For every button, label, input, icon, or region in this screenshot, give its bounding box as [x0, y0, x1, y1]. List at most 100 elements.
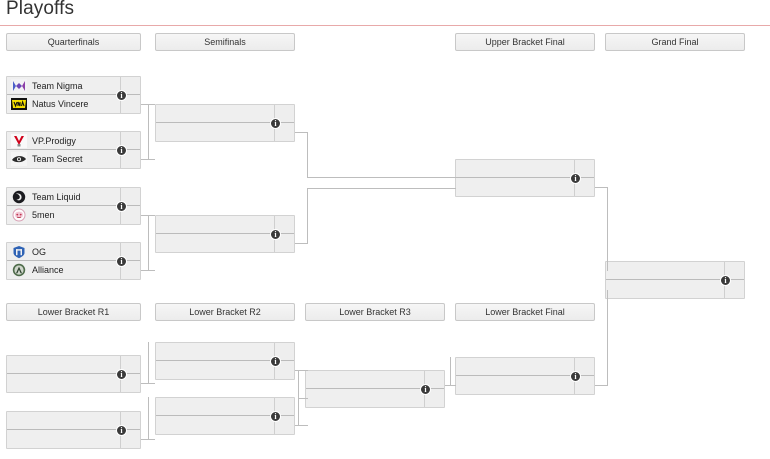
match-lbf[interactable]: i: [455, 357, 595, 395]
round-header-label: Lower Bracket Final: [485, 307, 565, 317]
round-header-lower-bracket-r1[interactable]: Lower Bracket R1: [6, 303, 141, 321]
bracket-connector-line: [607, 187, 608, 271]
team-logo-placeholder: [160, 418, 176, 432]
match-lb2m2[interactable]: i: [155, 397, 295, 435]
team-logo-placeholder: [160, 345, 176, 359]
team-logo-placeholder: [160, 236, 176, 250]
round-header-semifinals[interactable]: Semifinals: [155, 33, 295, 51]
team-logo-placeholder: [160, 363, 176, 377]
match-info-icon[interactable]: i: [270, 118, 281, 129]
bracket-connector-line: [295, 243, 308, 244]
match-info-icon[interactable]: i: [116, 145, 127, 156]
match-row[interactable]: [7, 356, 140, 374]
score-cell: [274, 398, 294, 415]
match-row[interactable]: OG: [7, 243, 140, 261]
alliance-logo: [11, 263, 27, 277]
match-row[interactable]: [156, 343, 294, 361]
team-logo-placeholder: [310, 373, 326, 387]
score-cell: [120, 77, 140, 94]
score-cell: [120, 188, 140, 205]
team-logo-placeholder: [460, 180, 476, 194]
match-qf3[interactable]: Team Liquid 5men i: [6, 187, 141, 225]
round-header-grand-final[interactable]: Grand Final: [605, 33, 745, 51]
bracket-connector-line: [595, 385, 608, 386]
bracket-connector-line: [295, 425, 308, 426]
match-info-icon[interactable]: i: [570, 371, 581, 382]
round-header-lower-bracket-r2[interactable]: Lower Bracket R2: [155, 303, 295, 321]
score-cell: [274, 216, 294, 233]
round-header-label: Lower Bracket R1: [37, 307, 110, 317]
team-name: Team Liquid: [32, 191, 81, 202]
match-row[interactable]: VP.Prodigy: [7, 132, 140, 150]
score-cell: [574, 160, 594, 177]
team-logo-placeholder: [160, 400, 176, 414]
match-sf1[interactable]: i: [155, 104, 295, 142]
match-info-icon[interactable]: i: [720, 275, 731, 286]
match-info-icon[interactable]: i: [570, 173, 581, 184]
round-header-upper-bracket-final[interactable]: Upper Bracket Final: [455, 33, 595, 51]
team-logo-placeholder: [11, 432, 27, 446]
match-info-icon[interactable]: i: [420, 384, 431, 395]
match-info-icon[interactable]: i: [116, 256, 127, 267]
match-info-icon[interactable]: i: [116, 425, 127, 436]
team-name: OG: [32, 246, 47, 257]
score-cell: [724, 262, 744, 279]
score-cell: [120, 356, 140, 373]
team-name: 5men: [32, 210, 55, 220]
round-header-lower-bracket-r3[interactable]: Lower Bracket R3: [305, 303, 445, 321]
bracket-connector-line: [450, 357, 451, 386]
team-liquid-logo: [11, 190, 27, 204]
match-info-icon[interactable]: i: [116, 369, 127, 380]
match-lb3m1[interactable]: i: [305, 370, 445, 408]
match-row[interactable]: [7, 412, 140, 430]
match-row[interactable]: [306, 371, 444, 389]
match-lb1m1[interactable]: i: [6, 355, 141, 393]
match-row[interactable]: Team Secret: [7, 150, 140, 168]
bracket-connector-line: [307, 177, 456, 178]
match-lb2m1[interactable]: i: [155, 342, 295, 380]
match-info-icon[interactable]: i: [270, 356, 281, 367]
round-header-label: Quarterfinals: [47, 37, 100, 47]
team-name: Team Nigma: [32, 80, 83, 91]
match-row[interactable]: [606, 262, 744, 280]
round-header-quarterfinals[interactable]: Quarterfinals: [6, 33, 141, 51]
team-logo-placeholder: [11, 414, 27, 428]
bracket-connector-line: [595, 187, 608, 188]
match-row[interactable]: [156, 398, 294, 416]
round-header-lower-bracket-final[interactable]: Lower Bracket Final: [455, 303, 595, 321]
match-ubf[interactable]: i: [455, 159, 595, 197]
bracket-connector-line: [607, 290, 608, 386]
match-row[interactable]: [156, 105, 294, 123]
score-cell: [120, 412, 140, 429]
match-row[interactable]: [456, 358, 594, 376]
match-gf[interactable]: i: [605, 261, 745, 299]
team-name: Team Secret: [32, 154, 83, 164]
score-cell: [274, 343, 294, 360]
team-name: Natus Vincere: [32, 99, 89, 109]
score-cell: [120, 132, 140, 149]
team-logo-placeholder: [310, 391, 326, 405]
match-info-icon[interactable]: i: [270, 229, 281, 240]
bracket-connector-line: [307, 188, 456, 189]
team-name: VP.Prodigy: [32, 135, 76, 146]
bracket-connector-line: [307, 132, 308, 178]
match-lb1m2[interactable]: i: [6, 411, 141, 449]
match-info-icon[interactable]: i: [116, 90, 127, 101]
bracket-connector-line: [295, 370, 308, 371]
team-name: Alliance: [32, 265, 64, 275]
match-row[interactable]: [456, 178, 594, 196]
team-logo-placeholder: [160, 125, 176, 139]
team-logo-placeholder: [610, 264, 626, 278]
match-row[interactable]: Team Liquid: [7, 188, 140, 206]
match-row[interactable]: Team Nigma: [7, 77, 140, 95]
match-row[interactable]: [456, 160, 594, 178]
bracket-connector-line: [295, 132, 308, 133]
match-sf2[interactable]: i: [155, 215, 295, 253]
match-info-icon[interactable]: i: [116, 201, 127, 212]
match-row[interactable]: [156, 216, 294, 234]
match-info-icon[interactable]: i: [270, 411, 281, 422]
score-cell: [424, 371, 444, 388]
match-qf4[interactable]: OG Alliance i: [6, 242, 141, 280]
